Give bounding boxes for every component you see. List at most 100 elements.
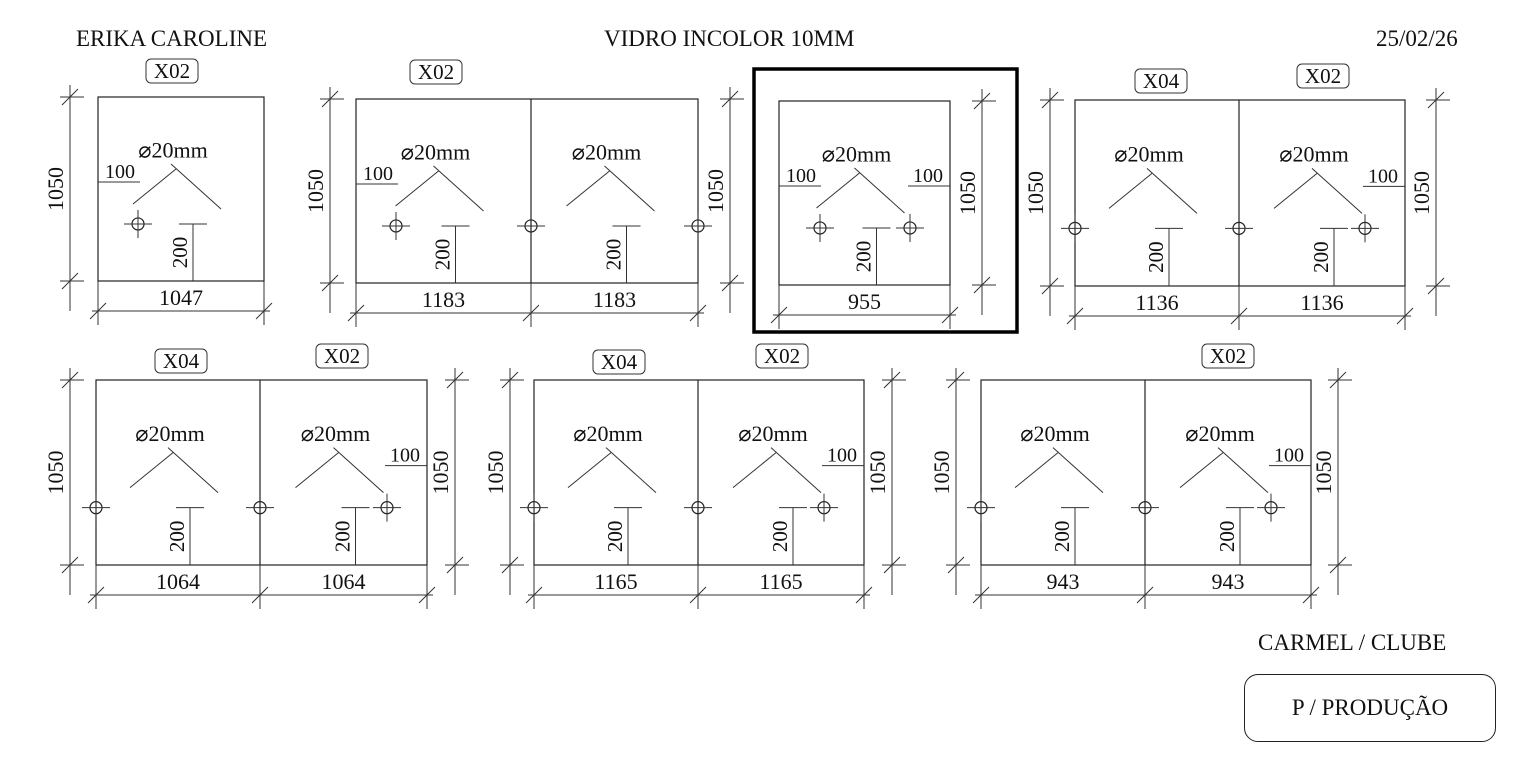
hole-diameter-label: ⌀20mm [573,421,642,446]
line [347,304,365,322]
width-label: 1183 [593,287,636,312]
line [61,272,79,290]
line [321,274,339,292]
panel-outline [97,96,265,282]
line [333,447,384,494]
line [321,90,339,108]
height-label: 1050 [483,451,508,495]
quantity-tag: X02 [418,60,454,84]
line [721,274,739,292]
status-label: P / PRODUÇÃO [1291,695,1449,720]
line [395,170,439,207]
width-label: 955 [848,289,881,314]
horizontal-offset-label: 100 [363,163,393,185]
width-label: 1136 [1300,290,1343,315]
line [170,163,222,210]
line [973,276,991,294]
line [1230,307,1248,325]
line [89,302,107,320]
horizontal-offset-label: 100 [1368,165,1398,187]
width-label: 943 [1047,569,1080,594]
line [1273,172,1318,209]
line [255,302,273,320]
height-label: 1050 [43,167,68,211]
hole-diameter-label: ⌀20mm [1279,141,1348,166]
line [522,304,540,322]
line [1329,371,1347,389]
vertical-offset-label: 200 [1309,241,1333,273]
quantity-tag: X02 [154,59,190,83]
line [567,452,612,489]
line [1427,91,1445,109]
line [295,452,339,489]
line [1427,277,1445,295]
width-label: 1064 [156,569,200,594]
quantity-tag-frame [592,349,646,375]
line [1311,167,1363,214]
line [1329,556,1347,574]
line [1041,277,1059,295]
line [132,168,177,205]
height-label: 1050 [929,451,954,495]
horizontal-offset-label: 100 [786,165,816,187]
horizontal-offset-label: 100 [105,161,135,183]
line [732,452,777,489]
quantity-tag-frame [1134,68,1188,94]
line [1217,447,1269,494]
vertical-offset-label: 200 [768,521,792,553]
width-label: 1183 [422,287,465,312]
horizontal-offset-label: 100 [390,445,420,467]
hole-diameter-label: ⌀20mm [822,142,891,167]
line [1396,307,1414,325]
quantity-tag: X02 [1305,64,1341,88]
line [501,556,519,574]
quantity-tag-frame [154,348,208,374]
line [689,586,707,604]
line [947,371,965,389]
height-label: 1050 [955,171,980,215]
line [689,304,707,322]
line [1014,452,1059,489]
hole-diameter-label: ⌀20mm [1020,421,1089,446]
width-label: 943 [1212,569,1245,594]
panel-outline [355,98,699,284]
line [525,586,543,604]
vertical-offset-label: 200 [852,241,876,273]
line [1108,172,1153,209]
status-badge: P / PRODUÇÃO [1244,674,1496,742]
hole-diameter-label: ⌀20mm [1114,141,1183,166]
project-location: CARMEL / CLUBE [1258,630,1447,655]
line [129,452,174,489]
line [1136,586,1154,604]
quantity-tag-frame [755,343,809,369]
quantity-tag: X02 [324,344,360,368]
line [167,447,219,494]
line [251,586,269,604]
line [1302,586,1320,604]
height-label: 1050 [1311,451,1336,495]
height-label: 1050 [1409,171,1434,215]
vertical-offset-label: 200 [168,237,192,268]
line [604,165,655,212]
horizontal-offset-label: 100 [1274,445,1304,467]
line [61,556,79,574]
line [770,306,788,324]
line [1041,91,1059,109]
line [501,371,519,389]
vertical-offset-label: 200 [602,239,626,270]
width-label: 1165 [594,569,637,594]
quantity-tag: X04 [163,349,200,373]
line [446,556,464,574]
quantity-tag-frame [145,58,199,84]
quantity-tag-frame [1296,63,1350,89]
line [1052,447,1104,494]
panel-outline [95,379,428,566]
line [973,92,991,110]
